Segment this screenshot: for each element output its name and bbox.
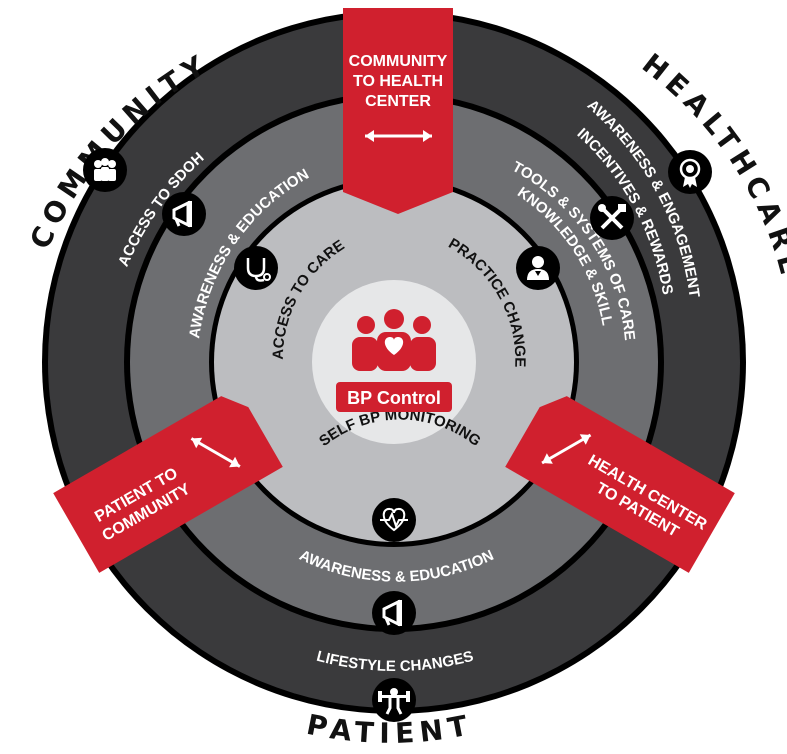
heartbeat-icon — [372, 498, 416, 542]
award-ribbon-icon — [668, 150, 712, 194]
doctor-icon — [516, 246, 560, 290]
bp-control-badge — [336, 382, 452, 412]
bp-control-center: BP Control — [336, 309, 452, 412]
tools-icon — [590, 196, 634, 240]
banner-top-line1: COMMUNITY — [349, 53, 448, 70]
weightlifter-icon — [372, 678, 416, 722]
community-group-icon — [83, 148, 127, 192]
stethoscope-icon — [234, 246, 278, 290]
megaphone-icon — [372, 591, 416, 635]
bp-control-label: BP Control — [347, 388, 441, 408]
double-arrow-icon — [541, 433, 592, 465]
banner-patient-to-community: PATIENT TO COMMUNITY — [53, 396, 283, 573]
double-arrow-icon — [190, 437, 241, 468]
megaphone-icon — [162, 192, 206, 236]
family-heart-icon — [352, 309, 436, 371]
banner-top-line2: TO HEALTH — [353, 73, 443, 90]
banner-top-line3: CENTER — [365, 93, 431, 110]
double-arrow-icon — [365, 130, 432, 142]
banner-community-to-health-center: COMMUNITY TO HEALTH CENTER — [343, 8, 453, 214]
